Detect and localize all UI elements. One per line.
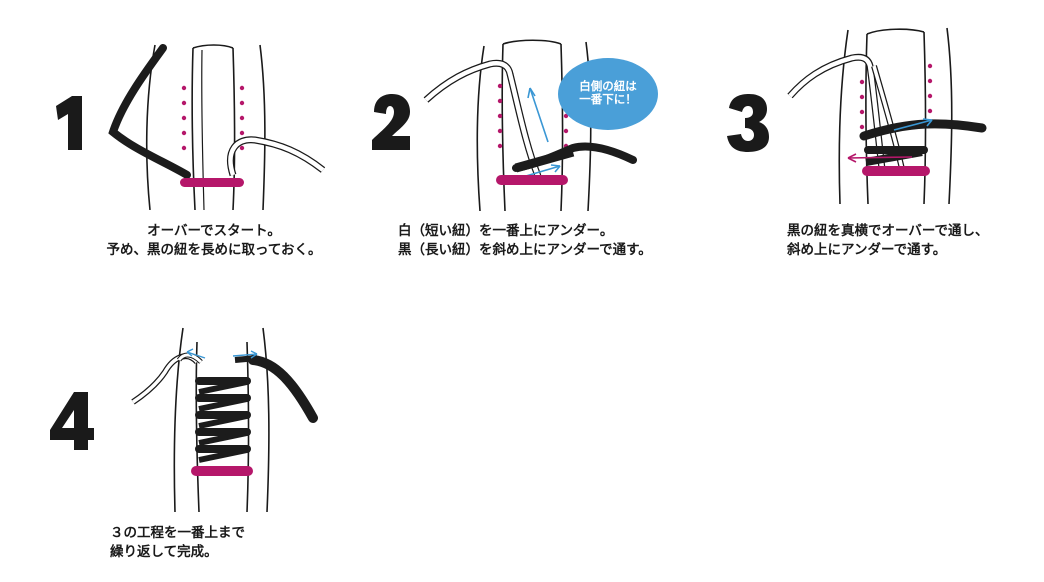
note-bubble-line-2: 一番下に！ [579, 92, 637, 106]
step-3-illustration [787, 27, 987, 204]
step-4-caption-line-1: ３の工程を一番上まで [110, 525, 245, 541]
step-4-caption-line-2: 繰り返して完成。 [110, 544, 218, 560]
eyelets-left [181, 85, 187, 151]
step-number-2 [372, 94, 410, 150]
step-1-illustration [108, 44, 326, 210]
step-1-caption-line-1: オーバーでスタート。 [147, 223, 281, 239]
step-number-4 [50, 392, 94, 450]
step-2-caption-line-2: 黒（長い紐）を斜め上にアンダーで通す。 [398, 242, 652, 258]
step-1-caption-line-2: 予め、黒の紐を長めに取っておく。 [106, 242, 322, 258]
note-bubble-text: 白側の紐は 一番下に！ [578, 80, 638, 106]
step-3-caption-line-1: 黒の紐を真横でオーバーで通し、 [787, 223, 989, 239]
step-number-1 [56, 96, 82, 150]
step-2-illustration [423, 39, 658, 211]
note-bubble [558, 58, 658, 130]
step-1-caption: オーバーでスタート。 予め、黒の紐を長めに取っておく。 [80, 222, 348, 260]
step-4-illustration [131, 327, 318, 512]
step-2-caption: 白（短い紐）を一番上にアンダー。 黒（長い紐）を斜め上にアンダーで通す。 [398, 222, 652, 260]
eyelets-right [239, 85, 245, 151]
step-3-caption-line-2: 斜め上にアンダーで通す。 [787, 242, 947, 258]
step-number-3 [727, 94, 769, 152]
step-3-caption: 黒の紐を真横でオーバーで通し、 斜め上にアンダーで通す。 [787, 222, 989, 260]
step-2-caption-line-1: 白（短い紐）を一番上にアンダー。 [398, 223, 614, 239]
step-4-caption: ３の工程を一番上まで 繰り返して完成。 [110, 524, 245, 562]
note-bubble-line-1: 白側の紐は [579, 79, 637, 93]
